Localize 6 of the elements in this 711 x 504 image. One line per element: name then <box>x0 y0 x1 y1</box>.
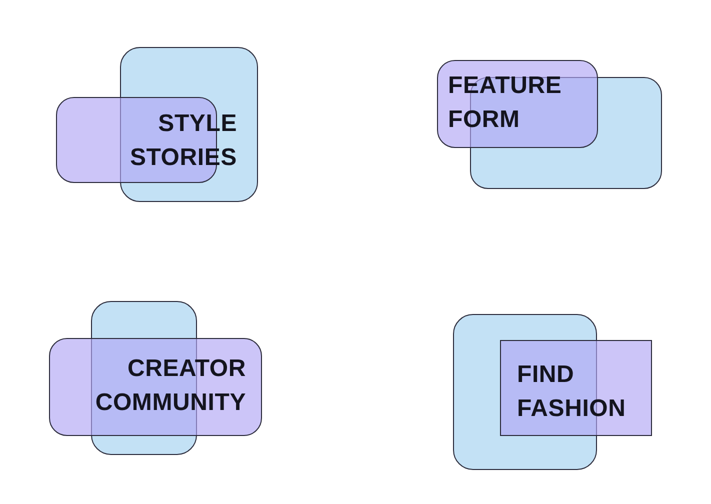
text-card <box>437 60 598 148</box>
card-title: CREATOR COMMUNITY <box>94 354 246 418</box>
card-title: FIND FASHION <box>517 360 627 424</box>
card-title: FEATURE FORM <box>448 71 563 135</box>
text-card <box>500 340 652 436</box>
text-card <box>49 338 262 436</box>
